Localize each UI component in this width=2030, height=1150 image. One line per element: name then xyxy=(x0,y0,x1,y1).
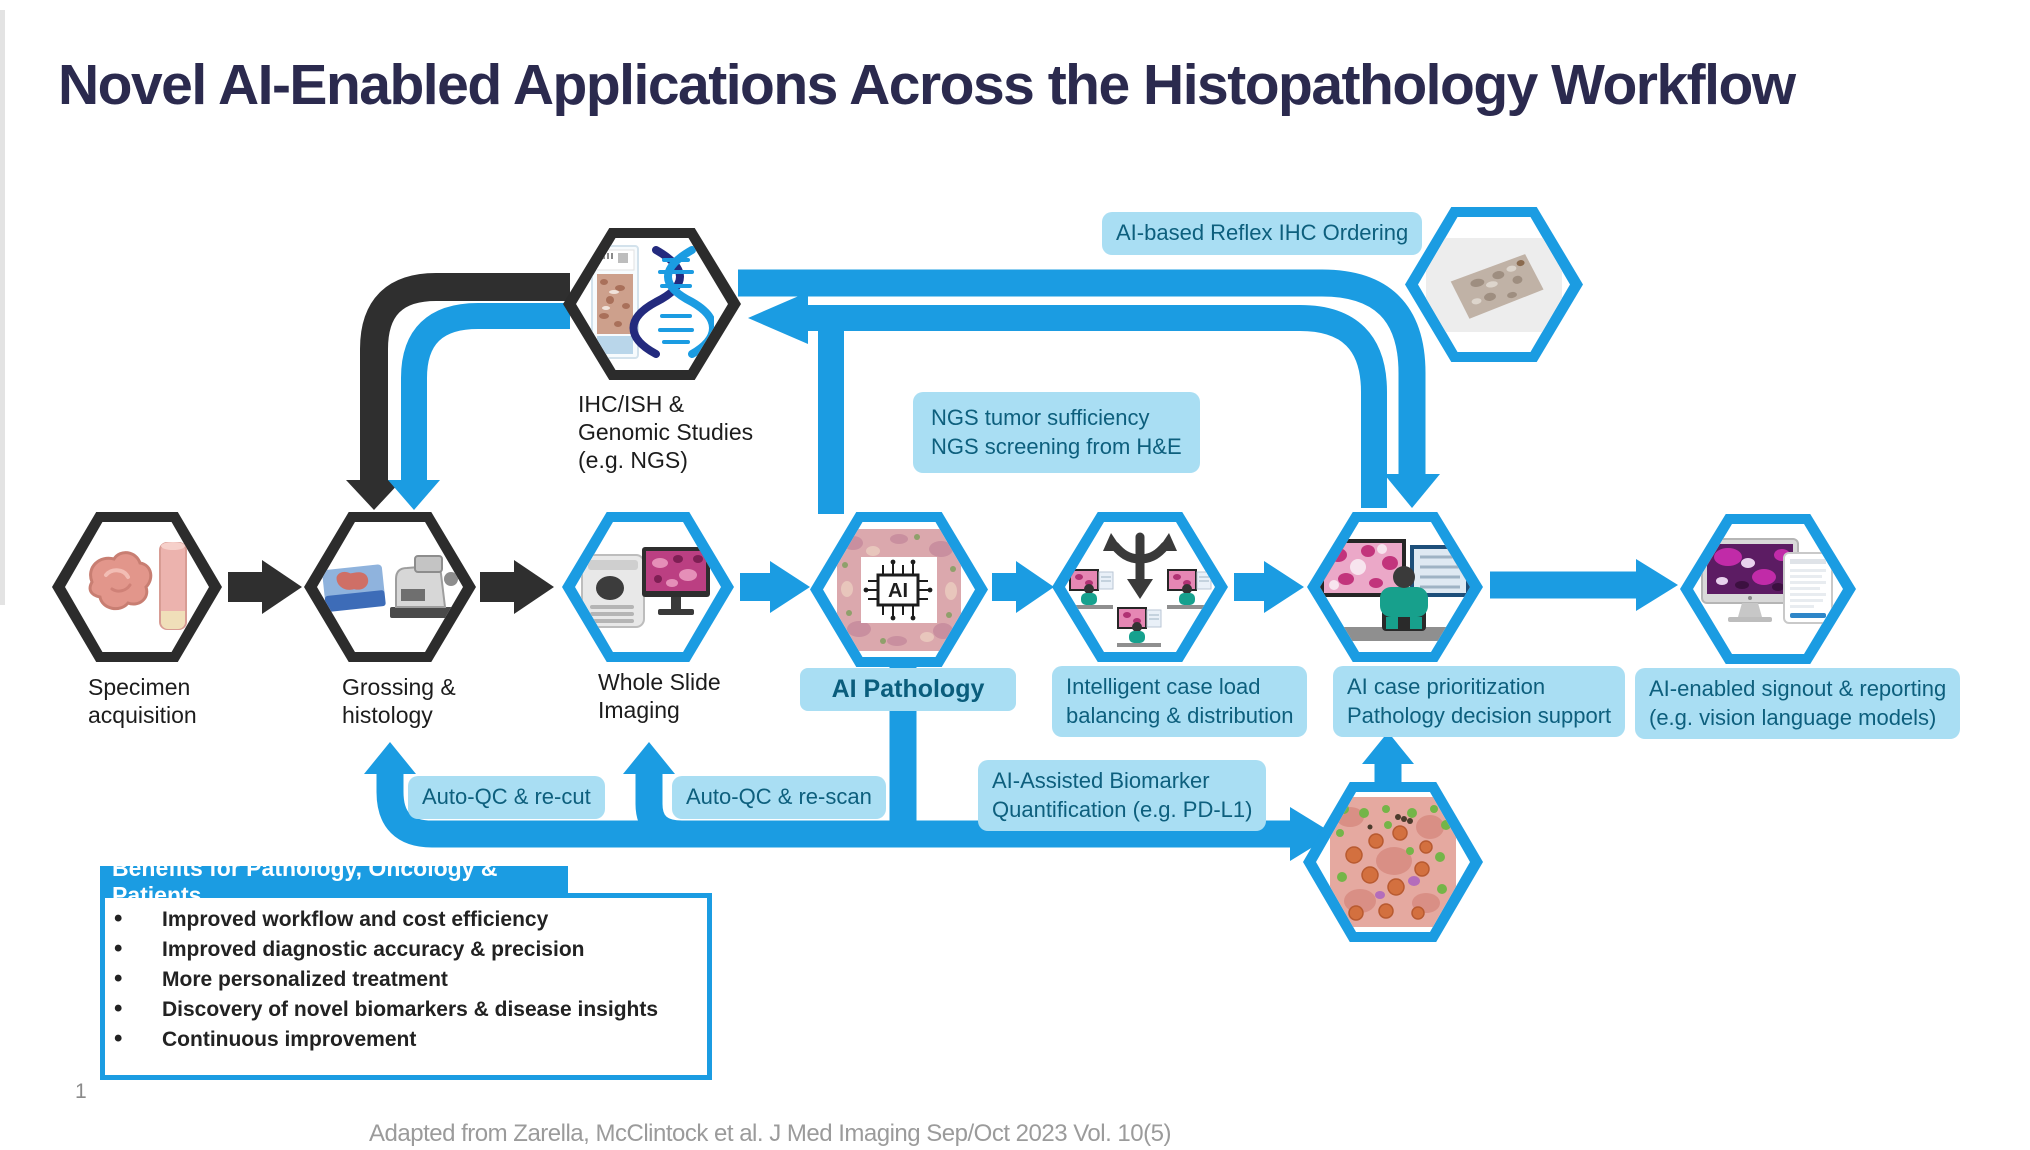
callout-auto-qc-recut: Auto-QC & re-cut xyxy=(408,776,605,819)
monitor-report-icon xyxy=(1701,538,1833,624)
benefit-item: Continuous improvement xyxy=(112,1026,702,1052)
callout-reflex-ihc-ordering: AI-based Reflex IHC Ordering xyxy=(1102,212,1423,255)
page-number: 1 xyxy=(75,1080,87,1103)
ai-chip-on-tissue-icon: AI xyxy=(837,528,961,651)
benefits-list: Improved workflow and cost efficiency Im… xyxy=(112,906,702,1058)
mini-workstation xyxy=(1117,607,1162,647)
cassette-microtome-icon xyxy=(322,555,458,618)
callout-auto-qc-rescan: Auto-QC & re-scan xyxy=(672,776,886,819)
citation-footer: Adapted from Zarella, McClintock et al. … xyxy=(369,1120,1171,1147)
label-grossing-histology: Grossing & histology xyxy=(342,674,456,729)
mini-workstation xyxy=(1167,569,1212,609)
benefit-item: Discovery of novel biomarkers & disease … xyxy=(112,996,702,1022)
node-biomarker-tissue xyxy=(1303,782,1483,942)
chip-ai-pathology: AI Pathology xyxy=(800,668,1016,711)
chip-signout-reporting: AI-enabled signout & reporting (e.g. vis… xyxy=(1635,668,1961,740)
scanner-monitor-icon xyxy=(581,547,710,628)
benefits-header: Benefits for Pathology, Oncology & Patie… xyxy=(100,855,568,908)
label-whole-slide-imaging: Whole Slide Imaging xyxy=(598,669,721,724)
chip-case-load-balancing: Intelligent case load balancing & distri… xyxy=(1052,666,1308,738)
pathologist-workstation-icon xyxy=(1320,539,1470,641)
benefit-item: Improved diagnostic accuracy & precision xyxy=(112,936,702,962)
label-ihc-genomic-studies: IHC/ISH & Genomic Studies (e.g. NGS) xyxy=(578,391,754,474)
callout-biomarker-quantification: AI-Assisted Biomarker Quantification (e.… xyxy=(978,760,1267,832)
distribution-workstations-icon xyxy=(1069,532,1212,647)
ihc-slide-dna-icon xyxy=(591,245,714,359)
callout-ngs-screening: NGS tumor sufficiency NGS screening from… xyxy=(913,392,1200,474)
pale-tissue-slide-icon xyxy=(1426,237,1562,332)
mini-workstation xyxy=(1069,569,1114,609)
specimen-icon xyxy=(88,542,187,630)
window-edge-artifact xyxy=(0,10,5,605)
label-specimen-acquisition: Specimen acquisition xyxy=(88,674,197,729)
benefit-item: Improved workflow and cost efficiency xyxy=(112,906,702,932)
chip-case-prioritization: AI case prioritization Pathology decisio… xyxy=(1333,666,1626,738)
ai-chip-text: AI xyxy=(888,580,908,602)
benefit-item: More personalized treatment xyxy=(112,966,702,992)
pdl1-tissue-icon xyxy=(1330,797,1456,927)
page-title: Novel AI-Enabled Applications Across the… xyxy=(58,53,1796,117)
